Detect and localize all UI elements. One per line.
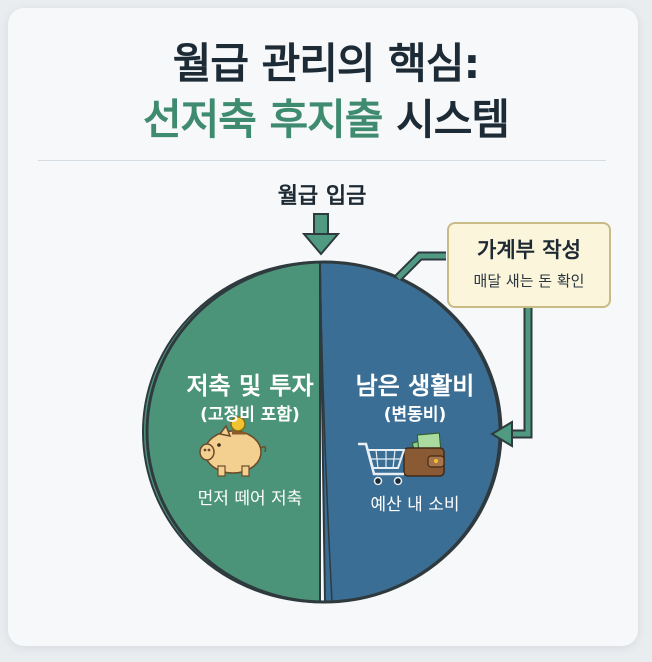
ledger-subtitle: 매달 새는 돈 확인 — [473, 272, 585, 290]
title-divider — [38, 160, 606, 161]
income-arrow-icon — [301, 213, 341, 256]
cart-wallet-icon — [358, 432, 445, 486]
savings-subtitle: (고정비 포함) — [200, 405, 300, 425]
spending-title: 남은 생활비 — [355, 372, 475, 400]
spending-slice — [318, 260, 501, 604]
spending-subtitle: (변동비) — [383, 405, 447, 425]
title-accent: 선저축 후지출 — [142, 95, 383, 144]
ledger-box: 가계부 작성 매달 새는 돈 확인 — [447, 222, 611, 308]
title-line-2: 선저축 후지출 시스템 — [0, 86, 652, 147]
savings-note: 먼저 떼어 저축 — [197, 489, 303, 509]
ledger-connector — [394, 251, 446, 282]
income-label: 월급 입금 — [277, 184, 367, 209]
ledger-title: 가계부 작성 — [477, 238, 581, 262]
slice-divider — [319, 261, 333, 603]
title-line-1: 월급 관리의 핵심: — [172, 39, 481, 88]
feedback-arrow-icon — [490, 308, 533, 448]
savings-title: 저축 및 투자 — [186, 372, 314, 400]
spending-note: 예산 내 소비 — [370, 495, 460, 515]
title-rest: 시스템 — [382, 95, 510, 144]
piggy-bank-icon — [199, 416, 267, 477]
